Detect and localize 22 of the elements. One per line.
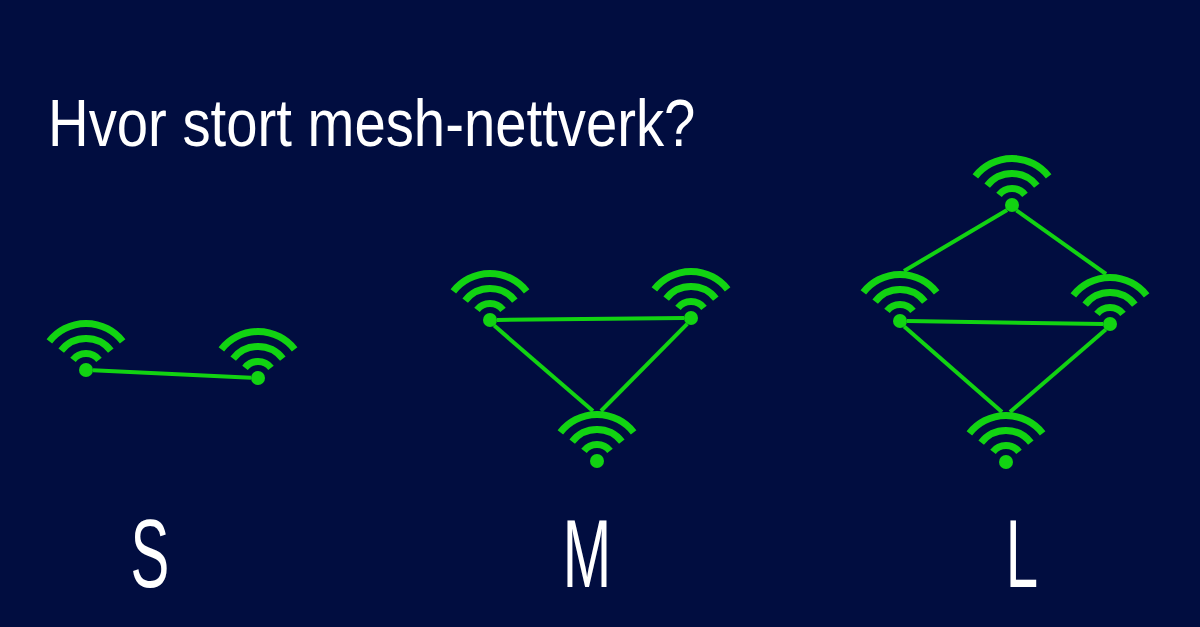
connector-line [496, 316, 685, 322]
wifi-icon [966, 411, 1046, 469]
connector-line [92, 368, 252, 380]
connector-line [1008, 328, 1108, 414]
wifi-icon [46, 319, 126, 377]
title: Hvor stort mesh-nettverk? [48, 89, 696, 156]
connector-line [906, 319, 1104, 326]
wifi-icon [450, 269, 530, 327]
wifi-icon [651, 267, 731, 325]
size-label: M [562, 505, 612, 602]
wifi-icon [860, 270, 940, 328]
wifi-icon [1070, 273, 1150, 331]
wifi-icon [557, 410, 637, 468]
connector-line [599, 322, 689, 413]
connector-line [902, 325, 1004, 414]
wifi-icon [218, 327, 298, 385]
size-label: L [1005, 505, 1039, 602]
connector-line [492, 324, 595, 413]
wifi-icon [972, 154, 1052, 212]
connector-line [1015, 208, 1108, 276]
connector-line [903, 208, 1009, 273]
size-label: S [130, 505, 170, 602]
